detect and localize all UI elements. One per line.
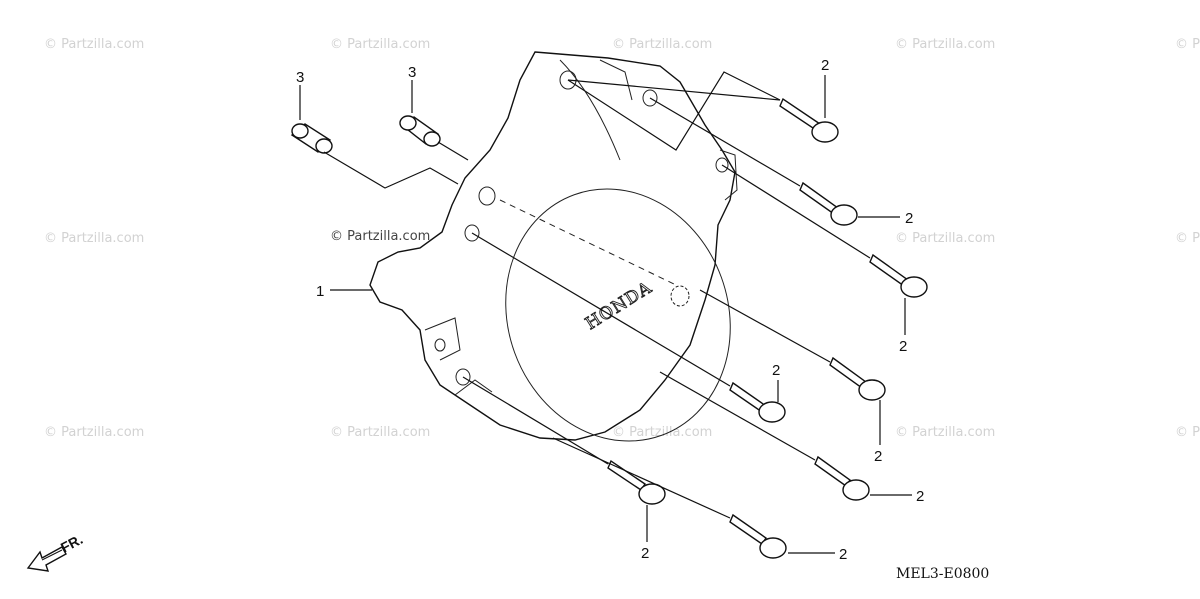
callout-2: 2 [839, 546, 847, 563]
callout-3: 3 [408, 64, 416, 81]
watermark: © Partzilla.com [44, 231, 144, 246]
callout-2: 2 [916, 488, 924, 505]
watermark: © Partzilla.com [1175, 37, 1200, 52]
watermark-dark: © Partzilla.com [330, 229, 430, 244]
flange-bolt [607, 459, 666, 505]
flange-bolt [814, 455, 870, 501]
flange-bolt [869, 253, 928, 298]
watermark: © Partzilla.com [895, 425, 995, 440]
watermark: © Partzilla.com [330, 425, 430, 440]
watermark: © Partzilla.com [612, 37, 712, 52]
watermark: © Partzilla.com [895, 37, 995, 52]
callout-3: 3 [296, 69, 304, 86]
flange-bolt [799, 181, 858, 226]
watermark: © Partzilla.com [1175, 231, 1200, 246]
callouts: 1 3 3 2 2 2 2 2 2 2 2 [296, 57, 924, 563]
callout-2: 2 [821, 57, 829, 74]
callout-2: 2 [641, 545, 649, 562]
flange-bolt [829, 356, 886, 401]
watermark: © Partzilla.com [44, 37, 144, 52]
assembly-lines [299, 71, 912, 554]
callout-2: 2 [899, 338, 907, 355]
flange-bolt [729, 381, 786, 423]
dowel-pin [399, 115, 441, 147]
generator-cover: HONDA [369, 51, 738, 442]
front-direction-indicator: FR. [26, 531, 85, 572]
callout-2: 2 [905, 210, 913, 227]
watermark: © Partzilla.com [330, 37, 430, 52]
diagram-code: MEL3-E0800 [896, 566, 989, 582]
callout-2: 2 [772, 362, 780, 379]
dowel-pin [290, 123, 333, 154]
flange-bolt [779, 97, 839, 143]
flange-bolt [729, 513, 787, 559]
callout-2: 2 [874, 448, 882, 465]
watermark: © Partzilla.com [1175, 425, 1200, 440]
callout-1: 1 [316, 283, 324, 300]
watermark: © Partzilla.com [612, 425, 712, 440]
watermark: © Partzilla.com [44, 425, 144, 440]
watermark: © Partzilla.com [895, 231, 995, 246]
